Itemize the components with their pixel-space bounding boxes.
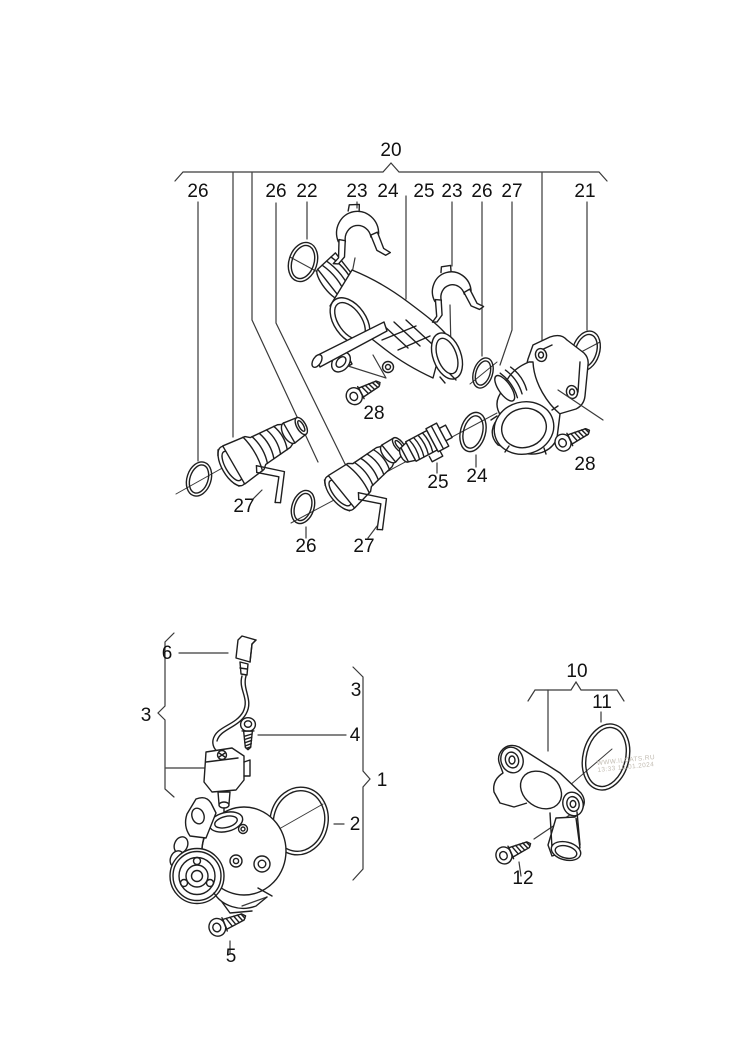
callout-21: 21 — [574, 181, 595, 202]
callout-23b: 23 — [441, 181, 462, 202]
callout-12: 12 — [512, 868, 533, 889]
callout-5: 5 — [226, 946, 237, 967]
callout-25b: 25 — [427, 472, 448, 493]
o-ring-2 — [264, 782, 335, 861]
water-pump-drawing — [168, 798, 286, 913]
callout-3-right: 3 — [351, 680, 362, 701]
callout-28a: 28 — [363, 403, 384, 424]
callout-1: 1 — [377, 770, 388, 791]
callout-26a: 26 — [187, 181, 208, 202]
screw-4 — [239, 716, 257, 751]
sensor-wire — [213, 676, 245, 753]
callout-3-left: 3 — [141, 705, 152, 726]
o-ring-26-right — [469, 355, 497, 390]
bracket-10 — [528, 682, 624, 701]
callout-28b: 28 — [574, 454, 595, 475]
callout-10: 10 — [566, 661, 587, 682]
callout-27c: 27 — [353, 536, 374, 557]
hose-connector-mid — [318, 425, 417, 516]
screw-12 — [492, 835, 535, 868]
solenoid-valve-drawing — [204, 748, 250, 818]
callout-4: 4 — [350, 725, 361, 746]
o-ring-22 — [284, 239, 323, 286]
callout-27a: 27 — [501, 181, 522, 202]
callout-26c: 26 — [471, 181, 492, 202]
callout-20: 20 — [380, 140, 401, 161]
coolant-pipe-drawing — [310, 253, 468, 383]
o-ring-24 — [456, 409, 491, 454]
water-pump-group: 6 3 4 3 1 2 5 — [141, 633, 388, 967]
connector-plug-drawing — [236, 636, 256, 675]
hose-connector-left — [211, 403, 317, 491]
assembly-20-group: 20 26 26 22 23 24 25 23 26 27 21 28 28 2… — [175, 140, 607, 557]
callout-24b: 24 — [466, 466, 488, 487]
callout-24a: 24 — [377, 181, 399, 202]
callout-26b: 26 — [265, 181, 286, 202]
callout-22: 22 — [296, 181, 317, 202]
thermostat-housing-drawing — [488, 336, 588, 461]
leader-lines-top — [198, 173, 587, 468]
coolant-flange-drawing — [494, 744, 587, 863]
callout-2: 2 — [350, 814, 361, 835]
callout-25a: 25 — [413, 181, 434, 202]
bracket-20 — [175, 163, 607, 181]
sensor-25-drawing — [395, 420, 458, 474]
o-ring-26-left — [182, 459, 216, 500]
o-ring-11 — [576, 719, 637, 795]
callout-11: 11 — [592, 692, 612, 713]
o-ring-26-mid — [287, 487, 318, 526]
coolant-flange-group: 10 11 12 — [492, 661, 637, 889]
callout-6: 6 — [162, 643, 173, 664]
callout-26d: 26 — [295, 536, 316, 557]
callout-23a: 23 — [346, 181, 367, 202]
bracket-1-right — [353, 667, 370, 880]
bracket-3-left — [158, 633, 174, 797]
retaining-clip-23b — [419, 258, 486, 324]
callout-27b: 27 — [233, 496, 254, 517]
